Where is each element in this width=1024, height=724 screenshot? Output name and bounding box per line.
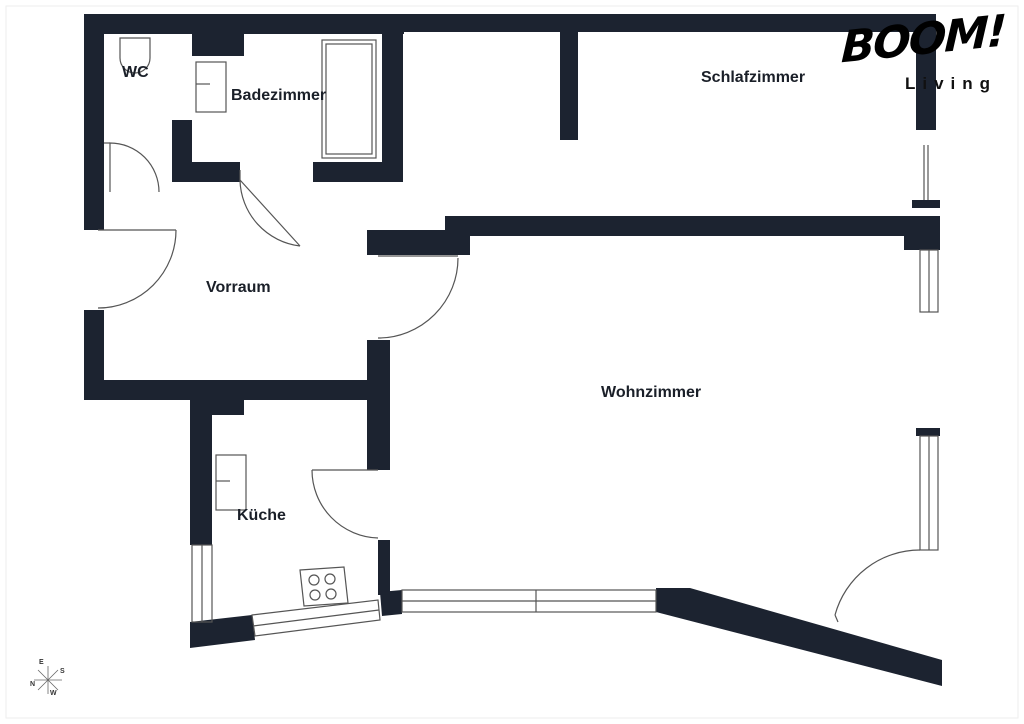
compass-n: N	[30, 681, 36, 688]
room-label-kueche: Küche	[237, 507, 286, 524]
room-label-vorraum: Vorraum	[206, 279, 271, 296]
compass-e: E	[39, 659, 44, 666]
fixtures	[97, 37, 939, 637]
room-label-badezimmer: Badezimmer	[231, 87, 327, 104]
compass-icon	[34, 666, 62, 694]
room-label-wc: WC	[122, 64, 149, 81]
room-label-schlafzimmer: Schlafzimmer	[701, 69, 806, 86]
compass-s: S	[60, 668, 65, 675]
compass-w: W	[50, 690, 57, 697]
walls	[84, 14, 942, 686]
logo-subtitle: Living	[905, 74, 998, 93]
room-label-wohnzimmer: Wohnzimmer	[601, 384, 702, 401]
